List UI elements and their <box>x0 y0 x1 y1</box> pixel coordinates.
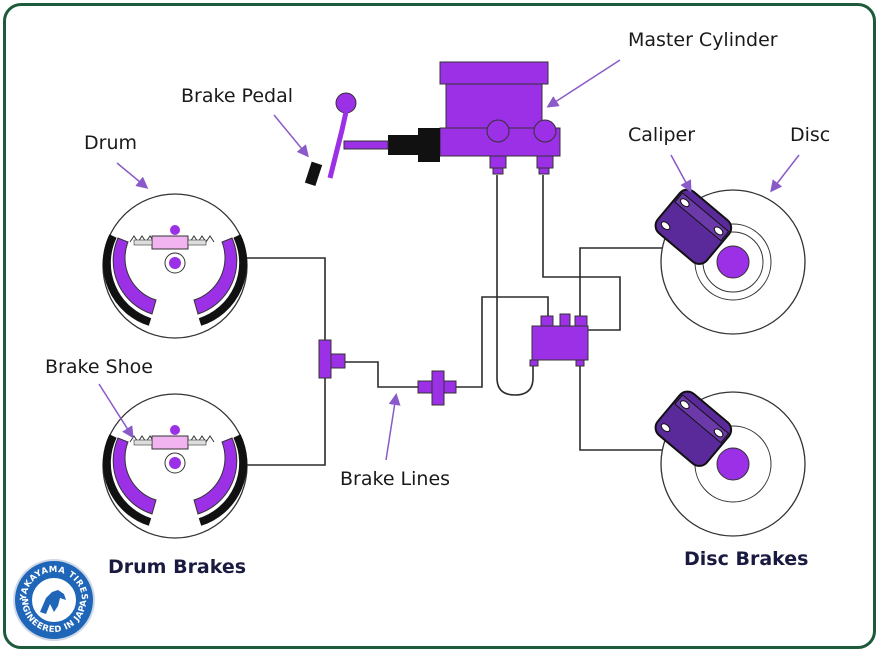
heading-disc-brakes: Disc Brakes <box>684 548 808 570</box>
arrow-drum <box>116 162 149 189</box>
drum-brake-bottom <box>102 393 248 539</box>
svg-text:ENGINEERED IN JAPAN: ENGINEERED IN JAPAN <box>0 0 89 635</box>
label-disc: Disc <box>790 124 830 146</box>
arrow-disc <box>770 154 800 193</box>
heading-drum-brakes: Drum Brakes <box>108 556 246 578</box>
arrow-master-cylinder <box>546 59 621 108</box>
label-caliper: Caliper <box>628 124 695 146</box>
arrow-brake-lines <box>385 393 401 461</box>
arrow-brake-pedal <box>273 114 309 158</box>
brake-pedal <box>304 92 357 187</box>
proportioning-valve <box>529 313 589 367</box>
label-drum: Drum <box>84 132 137 154</box>
master-cylinder <box>343 61 561 175</box>
drum-brake-top <box>102 193 248 339</box>
label-arrows <box>98 59 800 461</box>
brake-lines-piping <box>240 175 668 466</box>
arrow-brake-shoe <box>98 383 134 439</box>
label-brake-pedal: Brake Pedal <box>181 85 293 107</box>
brand-logo: YAKAYAMA TIRES ENGINEERED IN JAPAN <box>0 0 95 641</box>
union-fitting <box>417 370 457 406</box>
label-brake-lines: Brake Lines <box>340 468 450 490</box>
disc-brake-top <box>654 188 806 335</box>
label-master-cylinder: Master Cylinder <box>628 29 778 51</box>
arrow-caliper <box>670 154 692 193</box>
t-fitting <box>318 339 346 379</box>
label-brake-shoe: Brake Shoe <box>45 356 153 378</box>
logo-bottom-text: ENGINEERED IN JAPAN <box>0 0 89 635</box>
disc-brake-bottom <box>654 390 806 537</box>
